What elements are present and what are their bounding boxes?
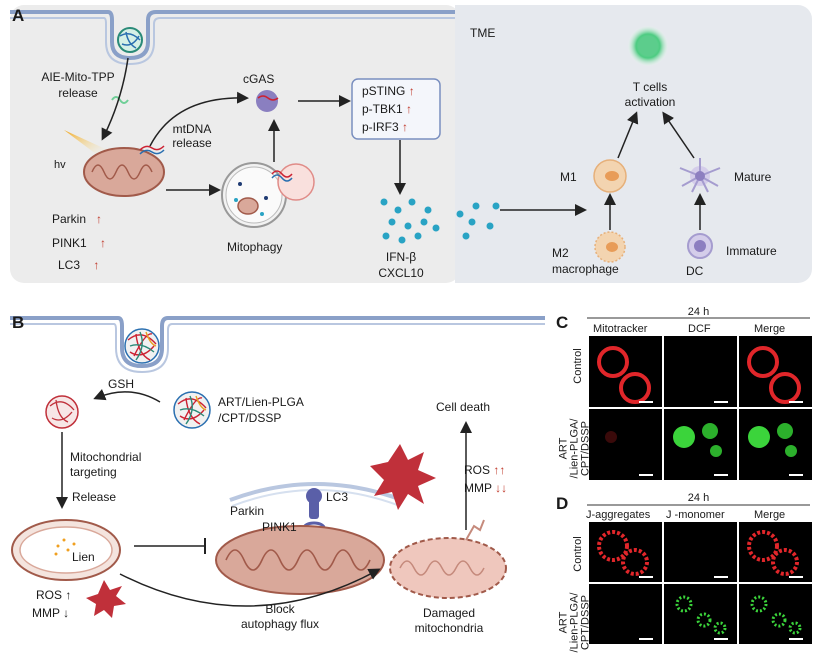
time-label-d: 24 h bbox=[687, 492, 710, 504]
m2-label: M2 bbox=[552, 246, 569, 260]
cxcl10-label: CXCL10 bbox=[378, 266, 424, 280]
row-label-treated-c: ART /Lien-PLGA/ CPT/DSSP bbox=[557, 418, 592, 479]
col-label-merge-c: Merge bbox=[754, 323, 786, 335]
tcells-label-2: activation bbox=[624, 95, 676, 109]
mitochondrion-damaged bbox=[389, 519, 507, 599]
micrograph-d-jagg-control bbox=[589, 522, 662, 582]
aie-release-label-2: release bbox=[58, 86, 98, 100]
cgas-protein bbox=[256, 90, 279, 112]
mtdna-label-2: release bbox=[172, 136, 212, 150]
nanoparticle-a bbox=[117, 27, 143, 53]
np-label-1: ART/Lien-PLGA bbox=[218, 395, 304, 409]
mitophagy-label: Mitophagy bbox=[227, 240, 283, 254]
sting-markers-box bbox=[351, 78, 441, 140]
damaged-label-1: Damaged bbox=[422, 606, 476, 620]
time-label-c: 24 h bbox=[687, 306, 710, 318]
m1-label: M1 bbox=[560, 170, 577, 184]
lc3-label-a: LC3 ↑ bbox=[58, 258, 100, 272]
cell-membrane-b bbox=[10, 316, 545, 374]
pink1-label-b: PINK1 bbox=[262, 520, 297, 534]
ros-label-right: ROS ↑↑ bbox=[464, 463, 506, 477]
micrograph-c-merge-control bbox=[739, 336, 812, 407]
release-label: Release bbox=[72, 490, 117, 504]
mitochondrion-b-center bbox=[215, 525, 385, 595]
col-label-mitotracker: Mitotracker bbox=[593, 323, 648, 335]
parkin-label-b: Parkin bbox=[230, 504, 265, 518]
micrograph-d-merge-control bbox=[739, 522, 812, 582]
mature-label: Mature bbox=[734, 170, 772, 184]
row-label-treated-d: ART /Lien-PLGA/ CPT/DSSP bbox=[557, 592, 592, 653]
mitochondrion-b-left bbox=[11, 519, 121, 581]
hv-label: hv bbox=[54, 159, 66, 171]
nanoparticle-b-membrane bbox=[124, 328, 160, 364]
cell-death-label: Cell death bbox=[436, 400, 491, 414]
mitochondrion-a bbox=[83, 145, 165, 197]
marker-psting: pSTING ↑ bbox=[362, 84, 415, 98]
panel-label-d: D bbox=[556, 494, 569, 513]
diagram-graphics bbox=[10, 10, 810, 618]
damaged-label-2: mitochondria bbox=[414, 621, 484, 635]
col-label-j-monomer: J -monomer bbox=[666, 509, 725, 521]
mmp-label-b: MMP ↓ bbox=[32, 606, 70, 620]
mitophagy-vesicle bbox=[221, 162, 315, 228]
tcells-label-1: T cells bbox=[632, 80, 668, 94]
col-label-merge-d: Merge bbox=[754, 509, 786, 521]
mito-targeting-label-2: targeting bbox=[70, 465, 117, 479]
micrograph-d-jmono-control bbox=[664, 522, 737, 582]
micrograph-d-jagg-treated bbox=[589, 584, 662, 644]
marker-pirf3: p-IRF3 ↑ bbox=[362, 120, 409, 134]
pink1-label-a: PINK1 ↑ bbox=[52, 236, 107, 250]
macrophage-label: macrophage bbox=[552, 262, 619, 276]
immature-label: Immature bbox=[726, 244, 777, 258]
mtdna-label-1: mtDNA bbox=[172, 122, 212, 136]
immature-dc bbox=[687, 233, 713, 259]
t-cell bbox=[628, 26, 668, 66]
marker-ptbk1: p-TBK1 ↑ bbox=[362, 102, 413, 116]
ros-star-small bbox=[86, 580, 126, 618]
ros-label-b: ROS ↑ bbox=[36, 588, 72, 602]
panel-label-a: A bbox=[12, 6, 25, 25]
micrograph-d-jmono-treated bbox=[664, 584, 737, 644]
m1-macrophage bbox=[593, 159, 627, 193]
cgas-label: cGAS bbox=[243, 72, 275, 86]
aie-release-label-1: AIE-Mito-TPP bbox=[41, 70, 115, 84]
mito-targeting-label-1: Mitochondrial bbox=[70, 450, 142, 464]
block-label-1: Block bbox=[265, 602, 295, 616]
ifn-label: IFN-β bbox=[385, 250, 417, 264]
m2-macrophage bbox=[594, 231, 626, 263]
ifn-dots bbox=[380, 198, 500, 244]
np-label-2: /CPT/DSSP bbox=[218, 411, 282, 425]
block-label-2: autophagy flux bbox=[240, 617, 320, 631]
parkin-label-a: Parkin ↑ bbox=[52, 212, 103, 226]
lien-label: Lien bbox=[72, 550, 95, 564]
ros-star-large bbox=[370, 444, 436, 510]
nanoparticle-b-degraded bbox=[45, 395, 79, 429]
lc3-label-b: LC3 bbox=[326, 490, 349, 504]
row-label-control-d: Control bbox=[572, 536, 584, 572]
dc-label: DC bbox=[686, 264, 704, 278]
micrograph-c-merge-treated bbox=[739, 409, 812, 480]
mature-dc bbox=[679, 158, 721, 193]
aie-molecule bbox=[111, 96, 129, 104]
mmp-label-right: MMP ↓↓ bbox=[464, 481, 508, 495]
cell-membrane-a bbox=[10, 10, 455, 66]
panel-label-b: B bbox=[12, 313, 25, 332]
tme-label: TME bbox=[470, 26, 496, 40]
nanoparticle-b-large bbox=[173, 391, 211, 429]
col-label-j-aggregates: J-aggregates bbox=[586, 509, 651, 521]
panel-label-c: C bbox=[556, 313, 569, 332]
col-label-dcf: DCF bbox=[688, 323, 711, 335]
micrograph-c-dcf-treated bbox=[664, 409, 737, 480]
micrograph-c-dcf-control bbox=[664, 336, 737, 407]
micrograph-c-mitotracker-treated bbox=[589, 409, 662, 480]
micrograph-d-merge-treated bbox=[739, 584, 812, 644]
row-label-control-c: Control bbox=[572, 348, 584, 384]
gsh-label: GSH bbox=[108, 377, 135, 391]
micrograph-c-mitotracker-control bbox=[589, 336, 662, 407]
